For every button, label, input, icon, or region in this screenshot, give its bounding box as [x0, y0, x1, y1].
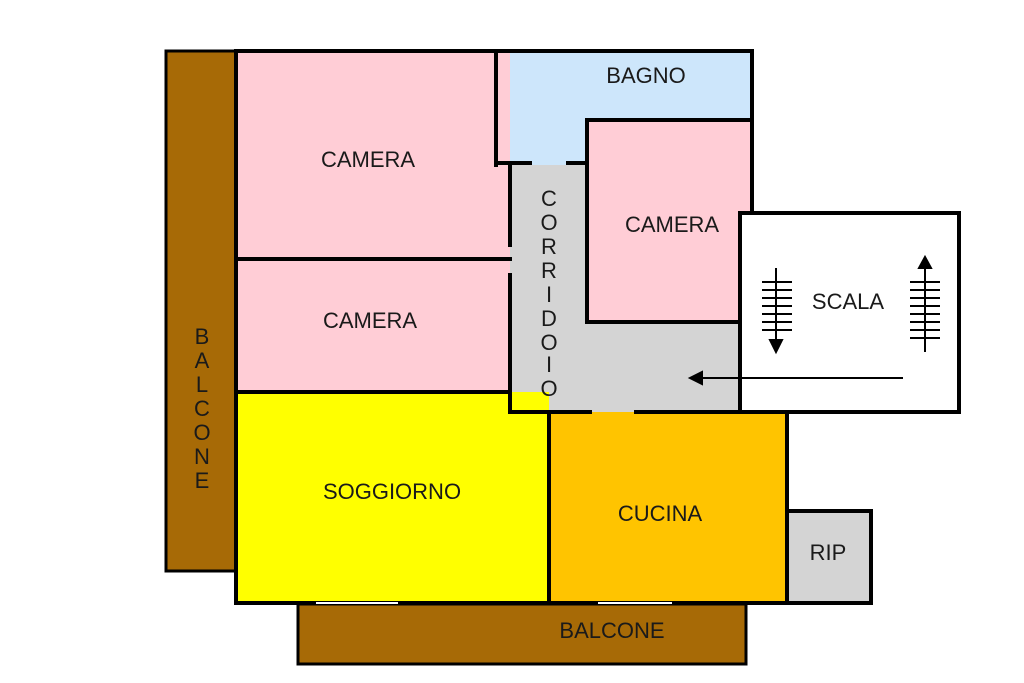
label-bagno: BAGNO — [606, 63, 685, 88]
label-soggiorno: SOGGIORNO — [323, 479, 461, 504]
corridoio-letter: I — [546, 352, 552, 377]
balcone-left — [164, 49, 238, 573]
balcone-letter: E — [195, 468, 210, 493]
corridoio-letter: I — [546, 282, 552, 307]
room-cucina — [549, 412, 787, 603]
balcone-letter: A — [195, 348, 210, 373]
entrance-arrow-icon — [687, 370, 903, 386]
stairs-down-icon — [762, 268, 792, 355]
corridoio-letter: R — [541, 234, 557, 259]
label-cucina: CUCINA — [618, 501, 703, 526]
balcone-letter: N — [194, 444, 210, 469]
stairs-up-icon — [910, 254, 940, 352]
corridoio-letter: C — [541, 186, 557, 211]
room-camera-1 — [236, 51, 510, 259]
label-camera-2: CAMERA — [323, 308, 417, 333]
balcone-letter: O — [193, 420, 210, 445]
label-camera-3: CAMERA — [625, 212, 719, 237]
label-balcone-left: B A L C O N E — [193, 324, 210, 493]
balcone-letter: B — [195, 324, 210, 349]
corridoio-letter: D — [541, 306, 557, 331]
label-corridoio: C O R R I D O I O — [540, 186, 557, 401]
corridoio-letter: O — [540, 330, 557, 355]
balcone-letter: C — [194, 396, 210, 421]
corridoio-letter: O — [540, 210, 557, 235]
balcone-bottom — [296, 602, 748, 666]
balcone-letter: L — [196, 372, 208, 397]
room-soggiorno — [236, 392, 549, 603]
room-corridoio — [510, 165, 740, 412]
walls — [234, 49, 961, 605]
label-balcone-bottom: BALCONE — [559, 618, 664, 643]
label-camera-1: CAMERA — [321, 147, 415, 172]
label-rip: RIP — [810, 540, 847, 565]
room-rip — [787, 511, 871, 603]
corridoio-letter: O — [540, 376, 557, 401]
label-scala: SCALA — [812, 289, 884, 314]
room-camera-3 — [587, 120, 752, 322]
corridoio-letter: R — [541, 258, 557, 283]
room-camera-2 — [236, 259, 510, 392]
